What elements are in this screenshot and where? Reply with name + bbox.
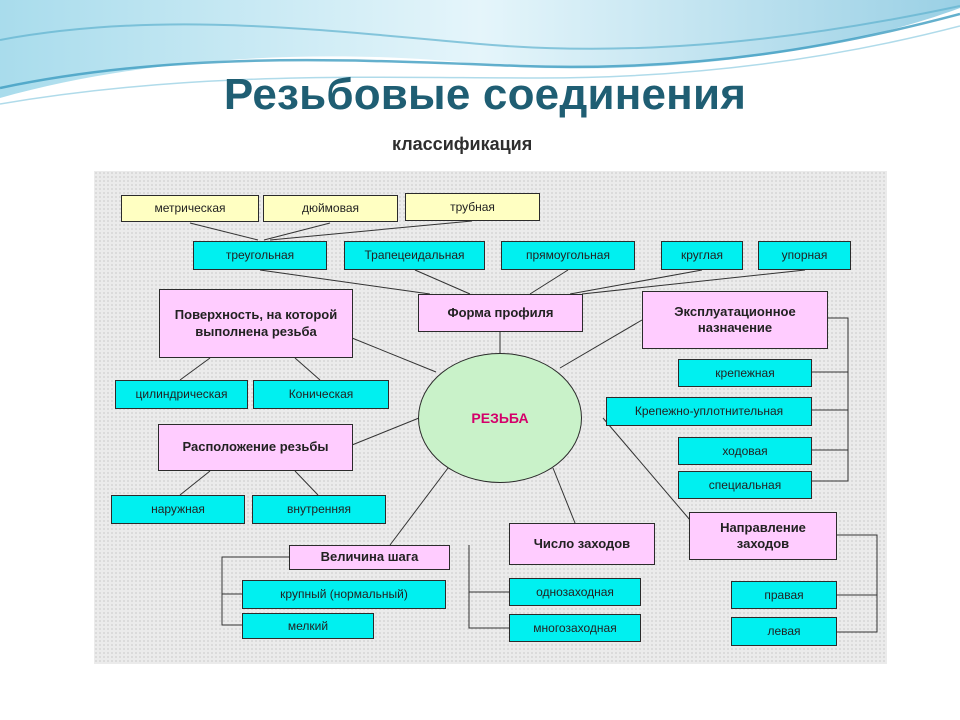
node-fine: мелкий bbox=[242, 613, 374, 639]
connector-lines bbox=[179, 220, 878, 633]
slide-title: Резьбовые соединения bbox=[223, 70, 747, 119]
node-running: ходовая bbox=[678, 437, 812, 465]
header-wave-decoration bbox=[0, 0, 960, 105]
node-single-start: однозаходная bbox=[509, 578, 641, 606]
node-buttress: упорная bbox=[758, 241, 851, 270]
node-pitch: Величина шага bbox=[289, 545, 450, 570]
node-direction: Направление заходов bbox=[689, 512, 837, 560]
node-multi-start: многозаходная bbox=[509, 614, 641, 642]
node-right-hand: правая bbox=[731, 581, 837, 609]
node-rectangular: прямоугольная bbox=[501, 241, 635, 270]
node-starts: Число заходов bbox=[509, 523, 655, 565]
node-trapezoidal: Трапецеидальная bbox=[344, 241, 485, 270]
node-left-hand: левая bbox=[731, 617, 837, 646]
node-metric: метрическая bbox=[121, 195, 259, 222]
node-special: специальная bbox=[678, 471, 812, 499]
node-surface: Поверхность, на которой выполнена резьба bbox=[159, 289, 353, 358]
slide-subtitle: классификация bbox=[392, 134, 533, 154]
node-location: Расположение резьбы bbox=[158, 424, 353, 471]
node-purpose: Эксплуатационное назначение bbox=[642, 291, 828, 349]
node-pipe: трубная bbox=[405, 193, 540, 221]
node-cylindrical: цилиндрическая bbox=[115, 380, 248, 409]
node-triangular: треугольная bbox=[193, 241, 327, 270]
node-coarse: крупный (нормальный) bbox=[242, 580, 446, 609]
node-inch: дюймовая bbox=[263, 195, 398, 222]
node-thread-center: РЕЗЬБА bbox=[418, 353, 582, 483]
node-fastening: крепежная bbox=[678, 359, 812, 387]
node-fastening-sealing: Крепежно-уплотнительная bbox=[606, 397, 812, 426]
node-conical: Коническая bbox=[253, 380, 389, 409]
node-profile-shape: Форма профиля bbox=[418, 294, 583, 332]
node-internal: внутренняя bbox=[252, 495, 386, 524]
node-round: круглая bbox=[661, 241, 743, 270]
node-external: наружная bbox=[111, 495, 245, 524]
